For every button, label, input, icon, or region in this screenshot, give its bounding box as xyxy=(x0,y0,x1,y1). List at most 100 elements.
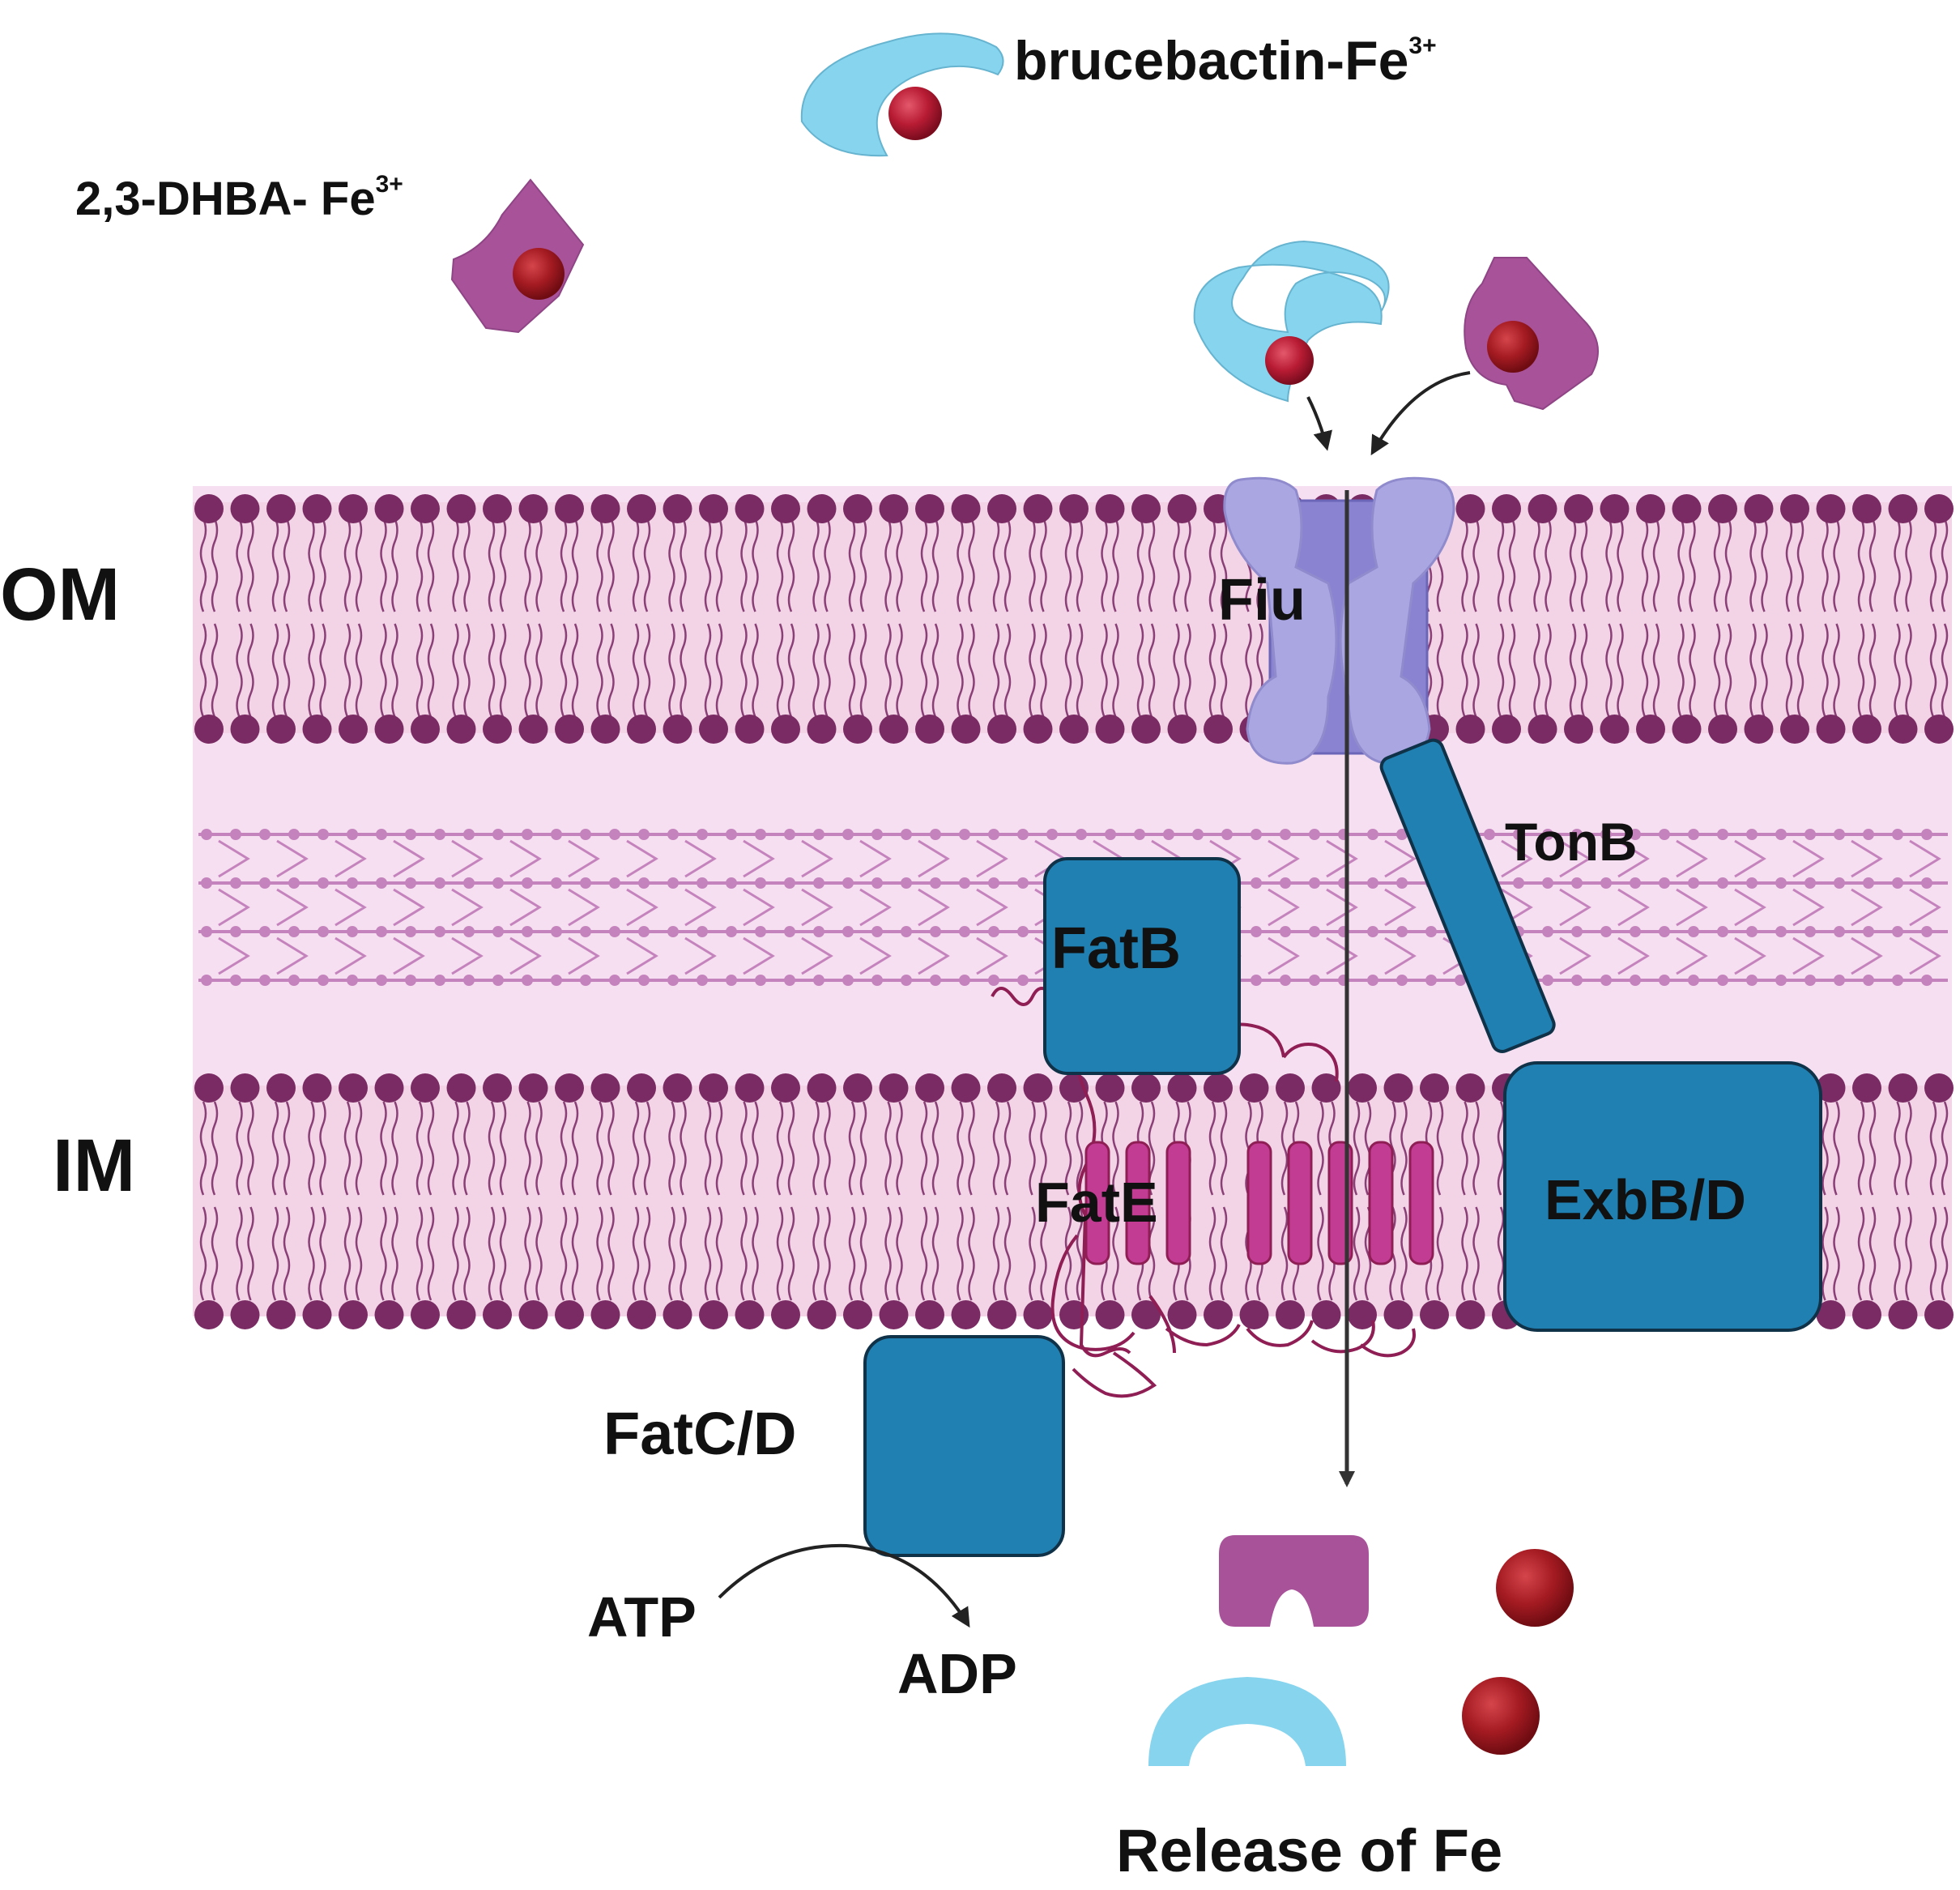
glycan-unit xyxy=(405,975,416,986)
lipid-tail xyxy=(1724,623,1732,718)
lipid-tail xyxy=(1436,623,1444,718)
glycan-unit xyxy=(1746,975,1758,986)
glycan-unit xyxy=(1251,877,1262,889)
lipid-head xyxy=(1780,494,1809,523)
glycan-unit xyxy=(1251,926,1262,937)
lipid-tail xyxy=(1497,623,1505,718)
lipid-tail xyxy=(463,1206,471,1301)
lipid-tail xyxy=(1713,623,1721,718)
lipid-head xyxy=(663,1300,692,1329)
lipid-head xyxy=(663,715,692,744)
glycan-unit xyxy=(813,829,824,840)
iron-ion xyxy=(513,248,565,300)
lipid-head xyxy=(1455,1073,1485,1103)
glycan-unit xyxy=(726,926,737,937)
lipid-tail xyxy=(355,518,363,612)
lipid-tail xyxy=(787,1101,795,1196)
glycan-unit xyxy=(1746,877,1758,889)
glycan-unit xyxy=(1396,829,1408,840)
lipid-tail xyxy=(1003,1206,1012,1301)
lipid-head xyxy=(1600,715,1630,744)
lipid-head xyxy=(266,1073,296,1103)
lipid-tail xyxy=(452,1101,459,1196)
lipid-tail xyxy=(607,623,615,718)
lipid-tail xyxy=(812,518,820,612)
lipid-head xyxy=(1455,1300,1485,1329)
lipid-tail xyxy=(1929,518,1937,612)
lipid-head xyxy=(1276,1073,1305,1103)
glycan-unit xyxy=(1921,926,1932,937)
glycan-unit xyxy=(1863,877,1874,889)
glycan-unit xyxy=(230,829,241,840)
lipid-head xyxy=(1023,1073,1053,1103)
lipid-tail xyxy=(1796,623,1804,718)
lipid-tail xyxy=(488,623,496,718)
lipid-head xyxy=(951,494,981,523)
lipid-tail xyxy=(1605,518,1613,612)
lipid-tail xyxy=(271,1206,279,1301)
glycan-unit xyxy=(1804,877,1816,889)
lipid-tail xyxy=(931,518,940,612)
lipid-tail xyxy=(1724,518,1732,612)
glycan-unit xyxy=(1600,877,1612,889)
glycan-unit xyxy=(1921,975,1932,986)
lipid-tail xyxy=(920,518,928,612)
lipid-tail xyxy=(1689,518,1696,612)
lipid-tail xyxy=(931,1206,940,1301)
lipid-head xyxy=(879,715,909,744)
lipid-tail xyxy=(1905,1206,1912,1301)
lipid-tail xyxy=(1148,518,1156,612)
glycan-unit xyxy=(1425,975,1437,986)
lipid-tail xyxy=(1112,518,1119,612)
lipid-tail xyxy=(715,1101,723,1196)
lipid-tail xyxy=(1497,1206,1505,1301)
iron-ion xyxy=(888,87,942,140)
lipid-tail xyxy=(920,1206,928,1301)
glycan-unit xyxy=(959,926,970,937)
glycan-unit xyxy=(1425,926,1437,937)
glycan-unit xyxy=(434,829,445,840)
lipid-tail xyxy=(355,1101,363,1196)
lipid-tail xyxy=(787,623,795,718)
lipid-tail xyxy=(560,518,568,612)
lipid-head xyxy=(771,1073,800,1103)
lipid-tail xyxy=(968,518,975,612)
lipid-head xyxy=(1852,715,1881,744)
lipid-tail xyxy=(1029,518,1036,612)
lipid-tail xyxy=(1317,1206,1324,1301)
glycan-unit xyxy=(1688,926,1699,937)
lipid-tail xyxy=(643,518,651,612)
lipid-tail xyxy=(1472,623,1480,718)
lipid-tail xyxy=(1652,518,1660,612)
glycan-unit xyxy=(1834,975,1845,986)
lipid-head xyxy=(302,494,332,523)
lipid-tail xyxy=(896,623,903,718)
glycan-unit xyxy=(1455,975,1466,986)
brucebactin-siderophore xyxy=(800,32,1004,157)
glycan-unit xyxy=(580,926,591,937)
lipid-tail xyxy=(1905,518,1912,612)
om-lipid-heads-bottom xyxy=(194,715,1954,744)
glycan-unit xyxy=(1630,926,1641,937)
lipid-tail xyxy=(199,1101,207,1196)
glycan-unit xyxy=(638,975,650,986)
lipid-tail xyxy=(752,518,759,612)
lipid-head xyxy=(374,1300,404,1329)
glycan-unit xyxy=(288,877,300,889)
lipid-tail xyxy=(1941,1206,1949,1301)
glycan-unit xyxy=(1659,829,1670,840)
glycan-unit xyxy=(697,829,708,840)
lipid-head xyxy=(1888,715,1918,744)
lipid-tail xyxy=(607,1101,615,1196)
lipid-tail xyxy=(1929,1101,1937,1196)
lipid-head xyxy=(807,1073,837,1103)
lipid-tail xyxy=(427,518,435,612)
glycan-unit xyxy=(697,877,708,889)
lipid-tail xyxy=(1184,623,1191,718)
glycan-unit xyxy=(1630,975,1641,986)
lipid-head xyxy=(555,494,584,523)
lipid-tail xyxy=(1868,623,1877,718)
lipid-tail xyxy=(1713,518,1721,612)
lipid-tail xyxy=(380,1101,387,1196)
lipid-head xyxy=(1239,1300,1269,1329)
